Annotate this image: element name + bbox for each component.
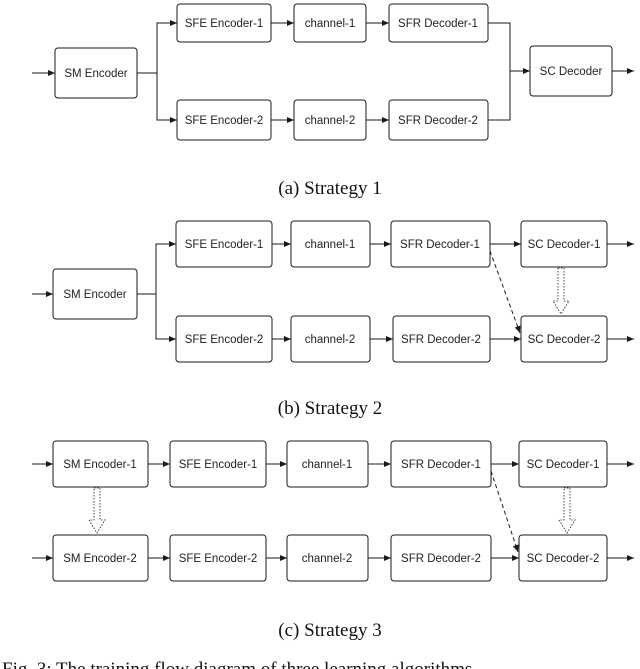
caption-strategy-2: (b) Strategy 2 — [278, 398, 382, 419]
sm-encoder-1-label: SM Encoder-1 — [63, 459, 137, 471]
sfe-encoder-1-block: SFE Encoder-1 — [169, 440, 267, 488]
channel-2-label: channel-2 — [302, 553, 353, 565]
branch-arrow-top — [137, 241, 176, 295]
branch-arrow-bottom — [155, 294, 176, 342]
sm-encoder-2-block: SM Encoder-2 — [52, 534, 149, 582]
sfr-decoder-2-block: SFR Decoder-2 — [392, 315, 491, 363]
channel-2-block: channel-2 — [293, 99, 367, 141]
sfr-decoder-1-label: SFR Decoder-1 — [401, 459, 481, 471]
sc-decoder-label: SC Decoder — [540, 66, 603, 78]
sc-decoder-2-label: SC Decoder-2 — [527, 553, 600, 565]
sfe-encoder-1-block: SFE Encoder-1 — [176, 3, 272, 43]
sc-decoder-block: SC Decoder — [529, 45, 613, 97]
sfr-decoder-2-label: SFR Decoder-2 — [398, 115, 478, 127]
sfe-encoder-2-block: SFE Encoder-2 — [169, 534, 267, 582]
merge-arrow-top — [488, 22, 530, 74]
sm-encoder-block: SM Encoder — [54, 47, 138, 99]
sfe-encoder-2-label: SFE Encoder-2 — [185, 334, 264, 346]
sfe-encoder-2-block: SFE Encoder-2 — [176, 99, 272, 141]
sfe-encoder-2-block: SFE Encoder-2 — [175, 315, 273, 363]
sfe-encoder-2-label: SFE Encoder-2 — [179, 553, 258, 565]
channel-2-label: channel-2 — [305, 334, 356, 346]
sfr-decoder-1-block: SFR Decoder-1 — [390, 220, 491, 268]
channel-1-label: channel-1 — [302, 459, 353, 471]
channel-1-block: channel-1 — [293, 3, 367, 43]
sfr-decoder-2-label: SFR Decoder-2 — [401, 553, 481, 565]
strategy-3-diagram: SM Encoder-1 SFE Encoder-1 channel-1 SFR… — [32, 440, 634, 641]
sfe-encoder-1-label: SFE Encoder-1 — [179, 459, 258, 471]
channel-2-block: channel-2 — [290, 315, 371, 363]
channel-1-block: channel-1 — [286, 440, 369, 488]
sm-encoder-label: SM Encoder — [63, 289, 126, 301]
channel-2-label: channel-2 — [305, 115, 356, 127]
hollow-transfer-arrow — [552, 267, 570, 315]
sfr-decoder-2-block: SFR Decoder-2 — [390, 534, 492, 582]
strategy-2-diagram: SM Encoder SFE Encoder-1 channel-1 SFR D… — [32, 220, 634, 419]
sc-decoder-1-block: SC Decoder-1 — [520, 220, 608, 268]
channel-2-block: channel-2 — [286, 534, 369, 582]
sfr-decoder-1-block: SFR Decoder-1 — [390, 440, 492, 488]
sm-encoder-label: SM Encoder — [64, 68, 127, 80]
sc-decoder-2-label: SC Decoder-2 — [528, 334, 601, 346]
sfe-encoder-1-label: SFE Encoder-1 — [185, 239, 264, 251]
sc-decoder-2-block: SC Decoder-2 — [518, 534, 608, 582]
sfr-decoder-1-block: SFR Decoder-1 — [388, 3, 489, 43]
sm-encoder-block: SM Encoder — [52, 268, 138, 320]
caption-strategy-3: (c) Strategy 3 — [278, 620, 381, 641]
channel-1-label: channel-1 — [305, 18, 356, 30]
channel-1-block: channel-1 — [290, 220, 371, 268]
figure-caption: Fig. 3: The training flow diagram of thr… — [2, 659, 477, 669]
merge-arrow-bottom — [488, 71, 511, 121]
hollow-transfer-arrow — [558, 487, 576, 534]
sc-decoder-1-label: SC Decoder-1 — [527, 459, 600, 471]
sfr-decoder-2-label: SFR Decoder-2 — [401, 334, 481, 346]
hollow-transfer-arrow — [88, 487, 106, 534]
strategy-1-diagram: SM Encoder SFE Encoder-1 channel-1 SFR D… — [32, 3, 634, 199]
sfe-encoder-1-label: SFE Encoder-1 — [185, 18, 264, 30]
sfr-decoder-1-label: SFR Decoder-1 — [400, 239, 480, 251]
branch-arrow-top — [137, 20, 177, 74]
sc-decoder-1-block: SC Decoder-1 — [518, 440, 608, 488]
sfe-encoder-1-block: SFE Encoder-1 — [175, 220, 273, 268]
sfr-decoder-1-label: SFR Decoder-1 — [398, 18, 478, 30]
channel-1-label: channel-1 — [305, 239, 356, 251]
dashed-cross-arrow — [489, 250, 521, 334]
caption-strategy-1: (a) Strategy 1 — [278, 178, 381, 199]
dashed-cross-arrow — [490, 470, 519, 553]
sm-encoder-2-label: SM Encoder-2 — [63, 553, 137, 565]
sm-encoder-1-block: SM Encoder-1 — [52, 440, 149, 488]
sc-decoder-1-label: SC Decoder-1 — [528, 239, 601, 251]
sfe-encoder-2-label: SFE Encoder-2 — [185, 115, 264, 127]
sfr-decoder-2-block: SFR Decoder-2 — [388, 99, 489, 141]
branch-arrow-bottom — [156, 73, 177, 123]
sc-decoder-2-block: SC Decoder-2 — [520, 315, 608, 363]
